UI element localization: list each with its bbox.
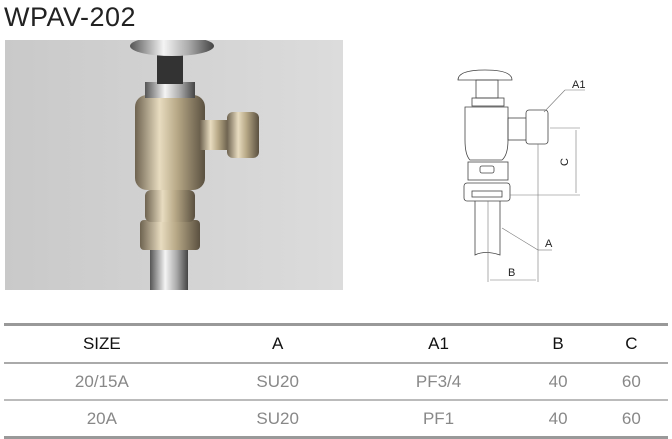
spec-table: SIZE A A1 B C 20/15A SU20 PF3/4 40 60 20… bbox=[4, 323, 668, 439]
cell: 20A bbox=[86, 408, 117, 428]
cell: 60 bbox=[621, 408, 641, 428]
table-row: 20/15A SU20 PF3/4 40 60 bbox=[4, 363, 668, 401]
header-a: A bbox=[199, 324, 356, 364]
label-c: C bbox=[559, 158, 571, 166]
header-b: B bbox=[521, 324, 595, 364]
dimension-diagram: A1 C A B bbox=[457, 69, 585, 282]
label-a: A bbox=[545, 238, 553, 250]
product-title: WPAV-202 bbox=[4, 2, 137, 32]
cell: PF3/4 bbox=[355, 363, 522, 401]
header-c: C bbox=[594, 324, 668, 364]
cell: 40 bbox=[521, 363, 595, 401]
label-a1: A1 bbox=[572, 79, 585, 91]
product-photo bbox=[5, 40, 343, 290]
cell: SU20 bbox=[199, 363, 356, 401]
header-a1: A1 bbox=[355, 324, 522, 364]
cell: SU20 bbox=[256, 408, 299, 428]
label-b: B bbox=[508, 267, 515, 279]
cell: PF1 bbox=[422, 408, 455, 428]
cell: 60 bbox=[594, 363, 668, 401]
table-row: 20A SU20 PF1 40 60 bbox=[4, 400, 668, 438]
header-size: SIZE bbox=[4, 324, 200, 364]
cell: 20/15A bbox=[4, 363, 200, 401]
cell: 40 bbox=[548, 408, 568, 428]
table-header: SIZE A A1 B C bbox=[4, 324, 668, 364]
